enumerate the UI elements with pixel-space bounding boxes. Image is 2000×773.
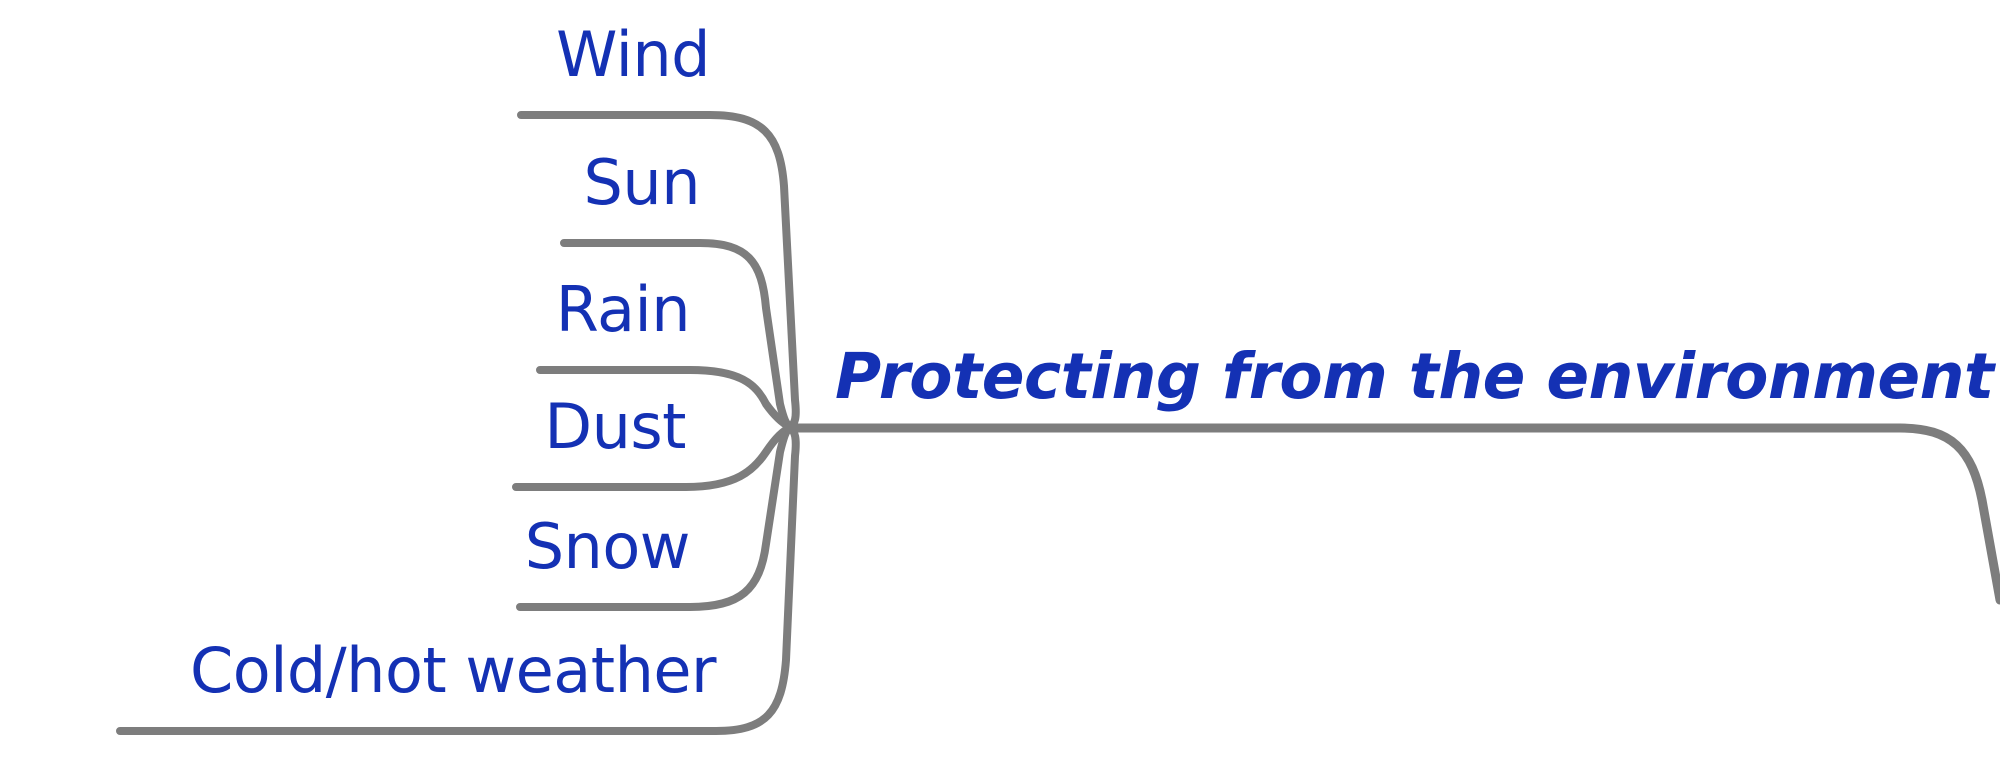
branch-label-snow[interactable]: Snow bbox=[524, 510, 691, 583]
branch-line-cold-hot-weather bbox=[116, 424, 800, 735]
branch-label-wind[interactable]: Wind bbox=[556, 18, 710, 91]
root-topic-label[interactable]: Protecting from the environment bbox=[835, 340, 1994, 413]
branch-line-wind bbox=[517, 111, 800, 431]
branch-label-cold-hot-weather[interactable]: Cold/hot weather bbox=[189, 634, 717, 707]
branch-line-rain bbox=[536, 366, 794, 431]
trunk-line bbox=[783, 423, 2000, 605]
branch-label-dust[interactable]: Dust bbox=[544, 390, 686, 463]
branch-line-snow bbox=[516, 424, 794, 611]
branch-label-sun[interactable]: Sun bbox=[583, 146, 701, 219]
branch-label-rain[interactable]: Rain bbox=[555, 273, 691, 346]
